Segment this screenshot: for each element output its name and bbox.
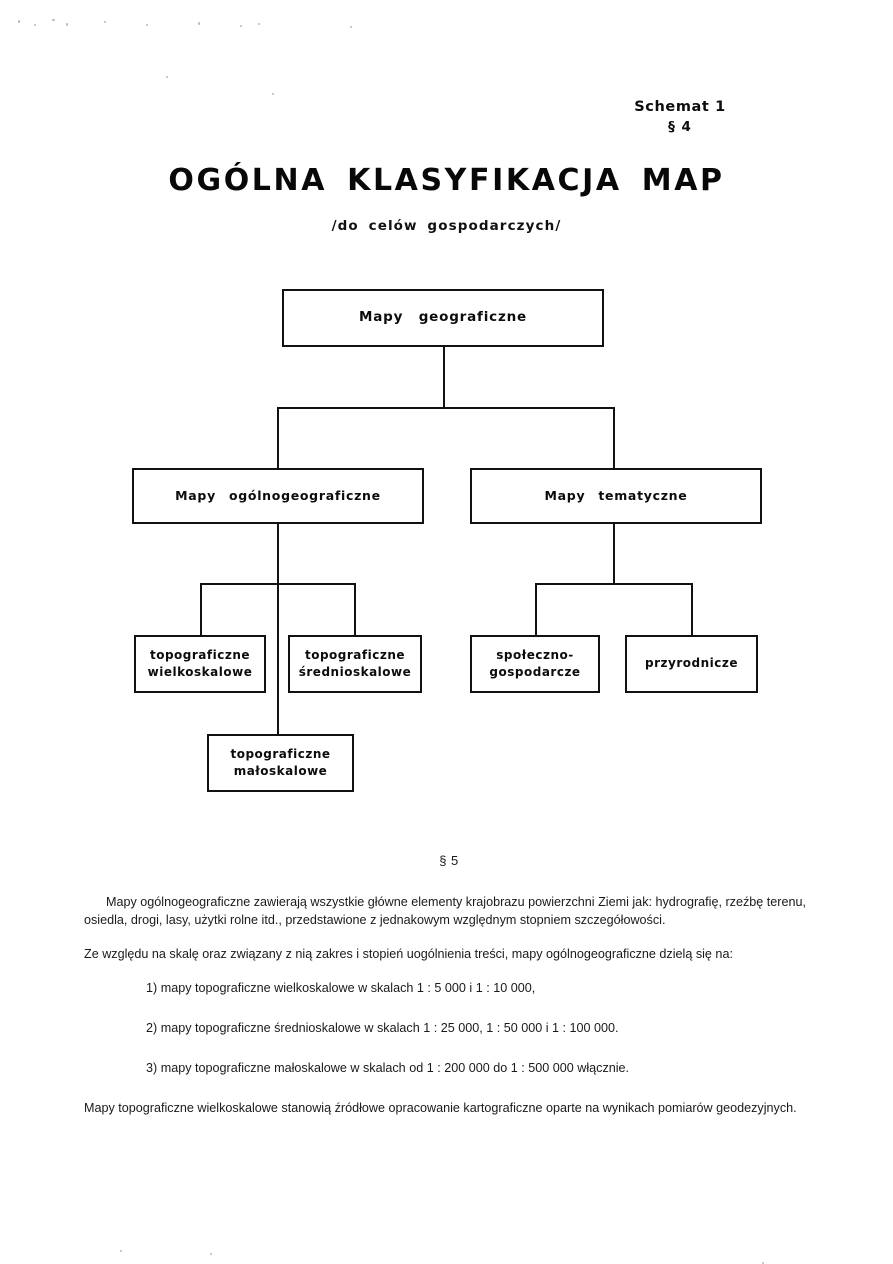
connector-left-branch-stem (277, 524, 279, 735)
connector-drop-leaf-spoleczno-gospodarcze (535, 583, 537, 635)
page-title: OGÓLNA KLASYFIKACJA MAP (168, 163, 725, 198)
tree-node-label-line1: topograficzne (230, 746, 331, 761)
tree-node-topograficzne-wielkoskalowe: topograficzne wielkoskalowe (134, 635, 266, 693)
tree-node-label-line2: małoskalowe (233, 764, 328, 778)
schema-label: Schemat 1 (634, 99, 726, 115)
page-subtitle: /do celów gospodarczych/ (331, 218, 562, 234)
scan-speckle (120, 1250, 122, 1252)
connector-drop-leaf-srednioskalowe (354, 583, 356, 635)
body-text: § 5 Mapy ogólnogeograficzne zawierają ws… (84, 852, 814, 1118)
paragraph-1: Mapy ogólnogeograficzne zawierają wszyst… (84, 895, 806, 928)
tree-node-przyrodnicze: przyrodnicze (625, 635, 758, 693)
classification-tree-diagram: Mapy geograficzne Mapy ogólnogeograficzn… (132, 289, 762, 792)
tree-node-label: społeczno- gospodarcze (489, 647, 580, 682)
tree-node-label: przyrodnicze (645, 656, 738, 671)
connector-drop-leaf-wielkoskalowe (200, 583, 202, 635)
tree-node-label: Mapy tematyczne (544, 487, 688, 503)
paragraph-3: Mapy topograficzne wielkoskalowe stanowi… (84, 1100, 797, 1115)
tree-node-spoleczno-gospodarcze: społeczno- gospodarcze (470, 635, 600, 693)
tree-node-mapy-ogolnogeograficzne: Mapy ogólnogeograficzne (132, 468, 424, 524)
list-item-1: 1) mapy topograficzne wielkoskalowe w sk… (146, 981, 536, 996)
connector-drop-leaf-przyrodnicze (691, 583, 693, 635)
connector-left-subtree-bus (200, 583, 356, 585)
tree-node-topograficzne-maloskalowe: topograficzne małoskalowe (207, 734, 354, 792)
tree-node-label-line2: gospodarcze (489, 665, 581, 679)
tree-node-label-line2: wielkoskalowe (147, 665, 253, 679)
section-mark: § 5 (439, 853, 459, 868)
schema-header: Schemat 1 § 4 (565, 98, 795, 136)
tree-node-label-line2: średnioskalowe (298, 665, 412, 679)
paragraph-2: Ze względu na skalę oraz związany z nią … (84, 947, 733, 962)
tree-node-label: Mapy ogólnogeograficzne (175, 487, 381, 503)
tree-node-mapy-tematyczne: Mapy tematyczne (470, 468, 762, 524)
schema-section-ref: § 4 (668, 118, 692, 135)
title-block: OGÓLNA KLASYFIKACJA MAP /do celów gospod… (0, 163, 893, 234)
connector-drop-left-branch (277, 407, 279, 469)
list-item-2: 2) mapy topograficzne średnioskalowe w s… (146, 1020, 619, 1035)
tree-node-label-line1: społeczno- (496, 647, 574, 662)
tree-node-mapy-geograficzne: Mapy geograficzne (282, 289, 604, 347)
tree-node-label: topograficzne wielkoskalowe (148, 647, 253, 682)
connector-right-branch-stem (613, 524, 615, 583)
connector-right-subtree-bus (535, 583, 693, 585)
tree-node-label: topograficzne małoskalowe (230, 746, 330, 781)
tree-node-label-line1: topograficzne (304, 647, 406, 662)
connector-drop-right-branch (613, 407, 615, 469)
connector-level2-bus (277, 407, 615, 409)
tree-node-label-line1: topograficzne (149, 647, 251, 662)
tree-node-topograficzne-srednioskalowe: topograficzne średnioskalowe (288, 635, 422, 693)
scan-speckle (210, 1253, 212, 1255)
list-item-3: 3) mapy topograficzne małoskalowe w skal… (146, 1060, 630, 1075)
tree-node-label: topograficzne średnioskalowe (299, 647, 412, 682)
connector-root-stem (443, 347, 445, 408)
tree-node-label: Mapy geograficzne (359, 309, 527, 326)
